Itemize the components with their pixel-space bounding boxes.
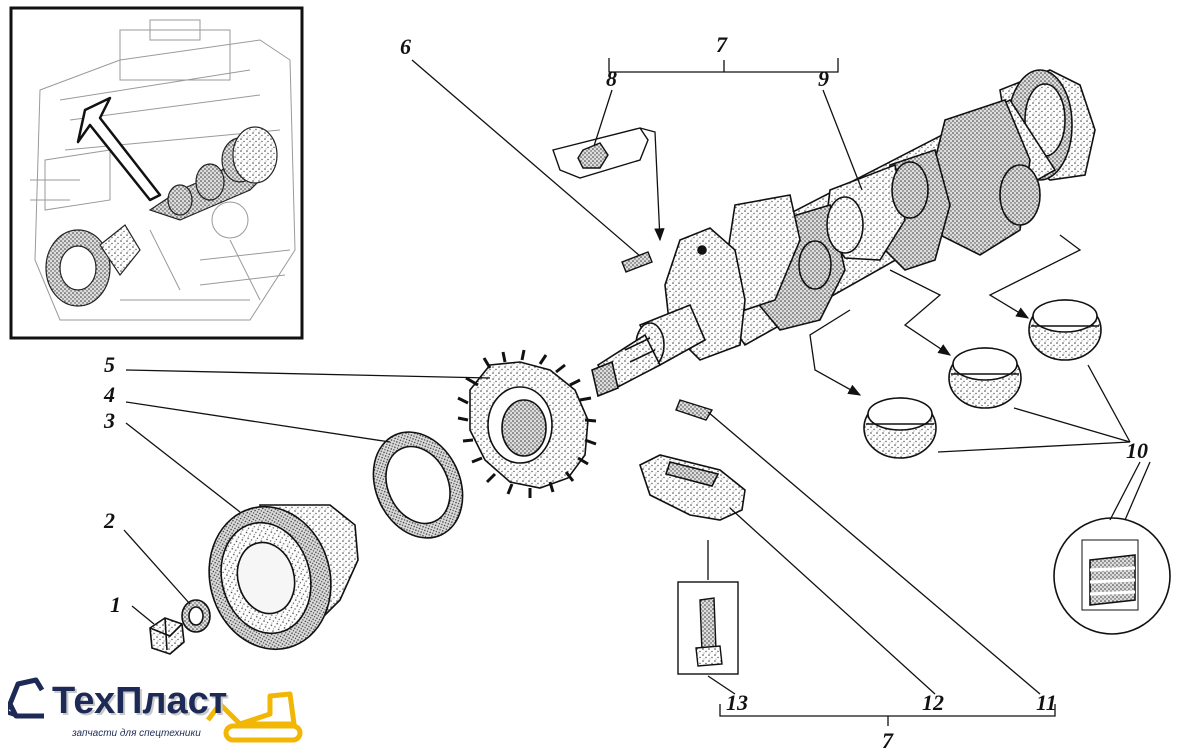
- location-arrow-icon: [76, 96, 162, 202]
- logo-title: ТехПласт: [52, 680, 228, 722]
- lock-plate: [675, 399, 714, 421]
- callout-10: 10: [1126, 438, 1148, 463]
- bearing-shell-1: [863, 397, 937, 459]
- crankshaft-pulley: [208, 504, 359, 651]
- callout-1: 1: [110, 592, 121, 617]
- callout-11: 11: [1036, 690, 1057, 715]
- engine-location-inset: [9, 6, 304, 340]
- thrust-ring: [372, 431, 464, 539]
- crankshaft: [591, 69, 1096, 398]
- counterweight: [639, 454, 746, 521]
- excavator-icon: [8, 677, 303, 743]
- crankshaft-nut: [149, 617, 185, 655]
- bearing-shell-2: [948, 347, 1022, 409]
- callout-4: 4: [103, 382, 115, 407]
- callout-3: 3: [103, 408, 115, 433]
- counterweight-bolt: [677, 581, 739, 675]
- callout-6: 6: [400, 34, 411, 59]
- callout-numbers: 1 2 3 4 5 6 7 8 9 10 11 12 13 7: [103, 32, 1148, 753]
- woodruff-key: [621, 251, 653, 273]
- callout-8: 8: [606, 66, 617, 91]
- callout-13: 13: [726, 690, 748, 715]
- callout-5: 5: [104, 352, 115, 377]
- callout-12: 12: [922, 690, 944, 715]
- callout-9: 9: [818, 66, 829, 91]
- techplast-logo: ТехПласт запчасти для спецтехники: [8, 676, 308, 750]
- logo-subtitle: запчасти для спецтехники: [72, 728, 201, 739]
- callout-7-top: 7: [716, 32, 728, 57]
- callout-2: 2: [103, 508, 115, 533]
- main-bearing-shells: [863, 299, 1102, 459]
- leader-lines: [123, 58, 1151, 726]
- oil-plug: [552, 127, 649, 179]
- lock-washer: [181, 599, 211, 633]
- bearing-detail-circle: [1053, 517, 1171, 635]
- bearing-shell-3: [1028, 299, 1102, 361]
- callout-7-bottom: 7: [882, 728, 894, 753]
- crankshaft-gear: [457, 349, 597, 498]
